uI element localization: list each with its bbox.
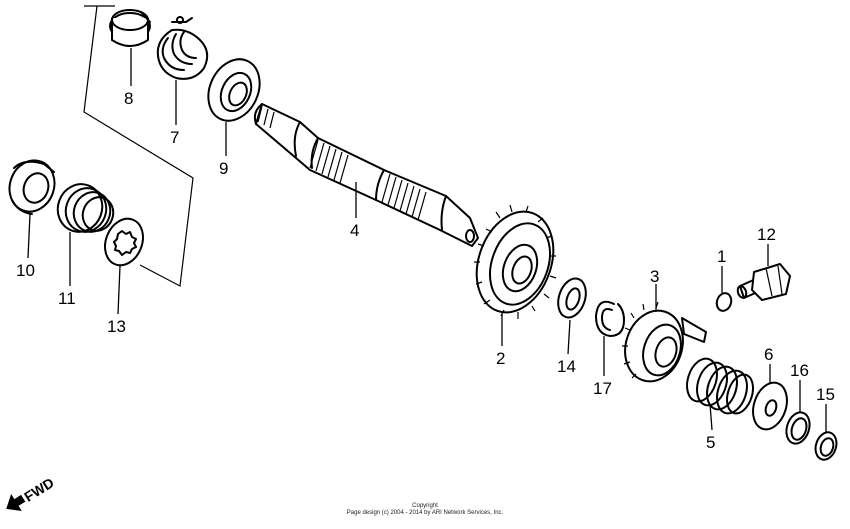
callouts: 8 7 9 4 10 11 13 2 14 17 3 5 6 16 15 1 1… bbox=[16, 89, 835, 452]
part-17-circlip[interactable] bbox=[595, 300, 625, 337]
part-8-collar[interactable] bbox=[109, 9, 151, 47]
part-3-pinion[interactable] bbox=[616, 301, 707, 389]
callout-3: 3 bbox=[650, 267, 659, 286]
callout-6: 6 bbox=[764, 345, 773, 364]
callout-5: 5 bbox=[706, 433, 715, 452]
callout-15: 15 bbox=[816, 385, 835, 404]
callout-1: 1 bbox=[717, 247, 726, 266]
callout-2: 2 bbox=[496, 349, 505, 368]
part-14-washer[interactable] bbox=[553, 275, 590, 321]
callout-12: 12 bbox=[757, 225, 776, 244]
callout-17: 17 bbox=[593, 379, 612, 398]
callout-14: 14 bbox=[557, 357, 576, 376]
callout-9: 9 bbox=[219, 159, 228, 178]
part-16-ring[interactable] bbox=[783, 409, 814, 446]
part-12-bolt[interactable] bbox=[736, 263, 791, 301]
callout-16: 16 bbox=[790, 361, 809, 380]
part-15-ring[interactable] bbox=[812, 430, 840, 463]
copyright-line-2: Page design (c) 2004 - 2014 by ARI Netwo… bbox=[346, 510, 504, 516]
leader-lines bbox=[27, 48, 827, 432]
callout-10: 10 bbox=[16, 261, 35, 280]
kit-bracket bbox=[83, 5, 194, 287]
copyright-line-1: Copyright bbox=[412, 503, 438, 509]
part-6-washer[interactable] bbox=[747, 378, 792, 434]
part-4-spindle[interactable] bbox=[253, 103, 479, 247]
part-5-spring[interactable] bbox=[682, 355, 758, 417]
callout-13: 13 bbox=[107, 317, 126, 336]
part-10-ratchet[interactable] bbox=[2, 154, 61, 218]
callout-8: 8 bbox=[124, 89, 133, 108]
callout-11: 11 bbox=[58, 289, 76, 308]
fwd-label: FWD bbox=[21, 474, 57, 504]
part-11-spring[interactable] bbox=[51, 178, 118, 238]
callout-7: 7 bbox=[170, 128, 179, 147]
callout-4: 4 bbox=[350, 221, 359, 240]
part-13-washer[interactable] bbox=[98, 213, 149, 271]
fwd-arrow-icon bbox=[6, 493, 26, 511]
part-1-oring[interactable] bbox=[715, 291, 734, 312]
part-9-seal[interactable] bbox=[199, 51, 270, 129]
part-7-spring[interactable] bbox=[156, 16, 209, 80]
part-2-gear[interactable] bbox=[463, 201, 566, 323]
